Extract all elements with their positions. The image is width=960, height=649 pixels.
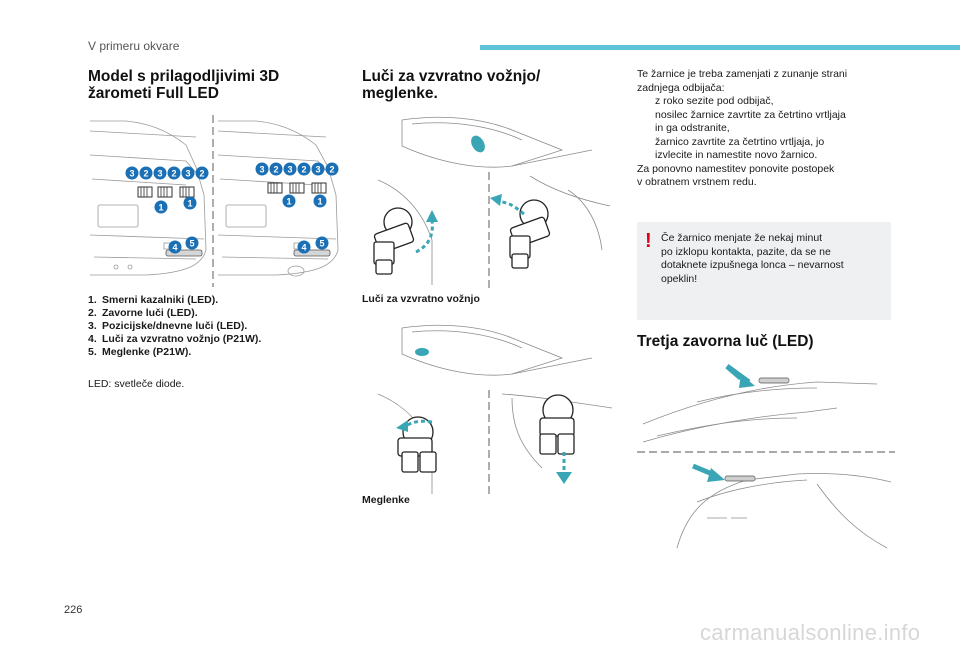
bullet-icon xyxy=(637,109,655,136)
outro-line2: v obratnem vrstnem redu. xyxy=(637,176,757,188)
svg-text:4: 4 xyxy=(301,243,306,253)
bullet-icon xyxy=(637,95,655,109)
fog-light-illustration xyxy=(362,318,617,494)
third-brake-title: Tretja zavorna luč (LED) xyxy=(637,333,814,350)
col1-title-line2: žarometi Full LED xyxy=(88,85,219,102)
warning-icon: ! xyxy=(645,230,652,252)
list-item: 2.Zavorne luči (LED). xyxy=(88,307,198,319)
svg-text:3: 3 xyxy=(157,169,162,179)
col1-title: Model s prilagodljivimi 3D žarometi Full… xyxy=(88,68,279,102)
col2-title: Luči za vzvratno vožnjo/ meglenke. xyxy=(362,68,540,102)
lights-legend-list: 1.Smerni kazalniki (LED). 2.Zavorne luči… xyxy=(88,294,338,359)
svg-text:3: 3 xyxy=(259,165,264,175)
col2-title-line1: Luči za vzvratno vožnjo/ xyxy=(362,68,541,85)
col1-title-line1: Model s prilagodljivimi 3D xyxy=(88,68,280,85)
list-item: 1.Smerni kazalniki (LED). xyxy=(88,294,219,306)
svg-text:2: 2 xyxy=(143,169,148,179)
intro-line2: zadnjega odbijača: xyxy=(637,81,725,94)
warning-text: Če žarnico menjate že nekaj minut po izk… xyxy=(661,232,844,285)
svg-text:5: 5 xyxy=(319,239,324,249)
list-item: z roko sezite pod odbijač, xyxy=(637,95,897,109)
warning-box: ! Če žarnico menjate že nekaj minut po i… xyxy=(637,222,891,320)
svg-text:2: 2 xyxy=(171,169,176,179)
led-note: LED: svetleče diode. xyxy=(88,378,185,390)
svg-text:1: 1 xyxy=(187,199,192,209)
col2-title-line2: meglenke. xyxy=(362,85,438,102)
page-number: 226 xyxy=(64,604,83,616)
svg-text:3: 3 xyxy=(315,165,320,175)
list-item: 5.Meglenke (P21W). xyxy=(88,346,192,358)
svg-text:2: 2 xyxy=(199,169,204,179)
intro-line1: Te žarnice je treba zamenjati z zunanje … xyxy=(637,68,848,80)
list-item: žarnico zavrtite za četrtino vrtljaja, j… xyxy=(637,136,897,163)
svg-text:2: 2 xyxy=(301,165,306,175)
svg-text:3: 3 xyxy=(129,169,134,179)
section-title: V primeru okvare xyxy=(88,39,180,53)
list-item: 3.Pozicijske/dnevne luči (LED). xyxy=(88,320,248,332)
fog-light-caption: Meglenke xyxy=(362,494,410,506)
list-item: nosilec žarnice zavrtite za četrtino vrt… xyxy=(637,109,897,136)
svg-text:1: 1 xyxy=(317,197,322,207)
svg-text:3: 3 xyxy=(287,165,292,175)
header-accent-bar xyxy=(480,45,960,50)
svg-text:5: 5 xyxy=(189,239,194,249)
svg-text:2: 2 xyxy=(329,165,334,175)
svg-text:1: 1 xyxy=(286,197,291,207)
svg-text:4: 4 xyxy=(172,243,177,253)
third-brake-light-illustration xyxy=(637,362,895,550)
reverse-light-illustration xyxy=(362,110,617,288)
list-item: 4.Luči za vzvratno vožnjo (P21W). xyxy=(88,333,262,345)
reverse-light-caption: Luči za vzvratno vožnjo xyxy=(362,293,480,305)
bullet-icon xyxy=(637,136,655,163)
svg-text:3: 3 xyxy=(185,169,190,179)
instructions: Te žarnice je treba zamenjati z zunanje … xyxy=(637,68,897,190)
svg-text:2: 2 xyxy=(273,165,278,175)
svg-text:1: 1 xyxy=(158,203,163,213)
watermark: carmanualsonline.info xyxy=(700,620,921,645)
outro-line1: Za ponovno namestitev ponovite postopek xyxy=(637,162,835,175)
